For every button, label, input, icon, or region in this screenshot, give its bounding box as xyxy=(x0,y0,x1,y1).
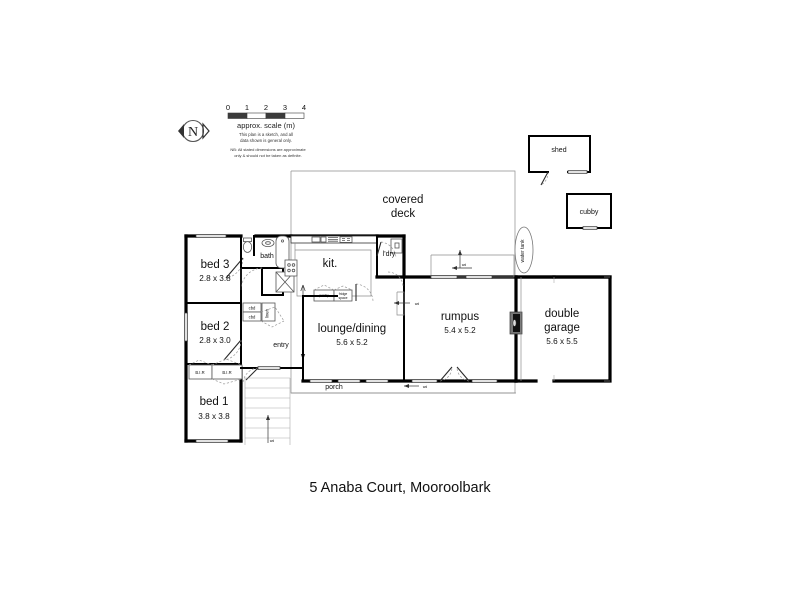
porch-label: porch xyxy=(325,384,343,391)
rumpus-name: rumpus xyxy=(441,311,480,323)
bed1-name: bed 1 xyxy=(200,396,229,408)
scale-tick-0: 0 xyxy=(226,103,230,112)
scale-segment-2 xyxy=(265,112,286,119)
scale-segment-3 xyxy=(284,112,305,119)
scale-tick-2: 2 xyxy=(264,103,268,112)
scale-tick-4: 4 xyxy=(302,103,306,112)
garage-internal-door xyxy=(509,311,523,335)
hall-cupboards: cbd cbd linen xyxy=(242,302,285,328)
entry-door-panel xyxy=(257,366,281,370)
scale-caption: approx. scale (m) xyxy=(237,121,295,130)
rumpus-rear-wd-marker: wd xyxy=(462,263,466,267)
disclaimer-line-4: only & should not be taken as definite. xyxy=(234,153,302,158)
water-tank-label: water tank xyxy=(520,239,526,263)
bathtub-tap-icon xyxy=(280,239,284,243)
laundry-label: l'dry xyxy=(383,251,396,258)
bed2-name: bed 2 xyxy=(201,321,230,333)
basin-icon xyxy=(261,238,275,247)
bir-left-label: B.I.R xyxy=(195,370,204,375)
bed1-dimensions: 3.8 x 3.8 xyxy=(198,412,230,421)
scale-segment-1 xyxy=(246,112,267,119)
laundry-trough-icon xyxy=(390,238,403,254)
scale-segment-0 xyxy=(227,112,248,119)
shed-window xyxy=(567,170,588,174)
built-in-robes: B.I.R B.I.R xyxy=(188,358,243,385)
bed3-dimensions: 2.8 x 3.8 xyxy=(199,274,231,283)
rumpus-side-wd-marker: wd xyxy=(415,302,419,306)
room-laundry: l'dry xyxy=(376,235,404,288)
disclaimer-line-3: NB: All stated dimensions are approximat… xyxy=(230,147,306,152)
fridge-label-2: space xyxy=(338,296,347,300)
toilet-bowl-icon xyxy=(242,241,253,253)
laundry-trough-bowl xyxy=(394,242,400,249)
bathroom-label: bath xyxy=(260,253,274,260)
bed2-window xyxy=(184,312,188,342)
toilet-cistern-icon xyxy=(243,237,252,242)
scale-tick-1: 1 xyxy=(245,103,249,112)
room-double-garage: double garage 5.6 x 5.5 xyxy=(514,275,612,383)
room-bed3: bed 3 2.8 x 3.8 xyxy=(185,234,244,304)
sink-basin-icon xyxy=(311,236,321,243)
rumpus-rear-window-1 xyxy=(430,275,458,279)
sink-drainer-icon xyxy=(320,236,327,243)
water-tank: water tank xyxy=(514,226,534,274)
disclaimer-line-1: This plan is a sketch, and all xyxy=(239,132,293,137)
room-bed1: bed 1 3.8 x 3.8 xyxy=(195,396,230,443)
cubby-outbuilding: cubby xyxy=(566,193,612,230)
oven-icon xyxy=(284,259,298,277)
scale-tick-3: 3 xyxy=(283,103,287,112)
shed-outbuilding: shed xyxy=(528,135,591,186)
garage-name-line1: double xyxy=(545,308,580,320)
steps-direction-arrow xyxy=(266,415,270,420)
scale-bar: 0 1 2 3 4 approx. scale (m) xyxy=(226,103,306,130)
lounge-window-2 xyxy=(337,379,361,383)
rumpus-front-window-1 xyxy=(411,379,438,383)
bir-right-label: B.I.R xyxy=(222,370,231,375)
cubby-window xyxy=(582,226,598,230)
north-indicator: N xyxy=(178,119,210,143)
page-title: 5 Anaba Court, Mooroolbark xyxy=(309,480,491,496)
porch-wd-marker: wd xyxy=(423,385,427,389)
linen-label: linen xyxy=(265,308,270,318)
rumpus-dimensions: 5.4 x 5.2 xyxy=(444,326,476,335)
entry-steps: wd xyxy=(244,377,291,445)
lounge-window-3 xyxy=(365,379,389,383)
disclaimer-block: This plan is a sketch, and all data show… xyxy=(230,132,306,158)
garage-dimensions: 5.6 x 5.5 xyxy=(546,337,578,346)
cubby-label: cubby xyxy=(580,209,599,216)
water-tank-shape xyxy=(514,226,534,274)
cooktop-icon xyxy=(339,236,353,243)
rumpus-rear-window-2 xyxy=(465,275,493,279)
disclaimer-line-2: data shown is general only. xyxy=(240,138,292,143)
kitchen-name: kit. xyxy=(323,258,338,270)
porch-area: porch wd xyxy=(291,384,516,394)
bed2-dimensions: 2.8 x 3.0 xyxy=(199,336,231,345)
steps-wd-marker: wd xyxy=(270,439,274,443)
entry-label: entry xyxy=(273,342,289,349)
cupboard-2-box xyxy=(242,311,262,322)
bed1-window xyxy=(195,439,229,443)
cupboard-2-label: cbd xyxy=(249,315,256,320)
shed-label: shed xyxy=(551,147,566,154)
lounge-window-1 xyxy=(309,379,333,383)
bir-right-box xyxy=(211,364,243,380)
cupboard-1-label: cbd xyxy=(249,306,256,311)
garage-name-line2: garage xyxy=(544,322,580,334)
fridge-label: fridge xyxy=(339,292,348,296)
room-lounge-dining: lounge/dining 5.6 x 5.2 xyxy=(302,295,389,383)
basin-drain-icon xyxy=(265,241,271,245)
rumpus-front-window-2 xyxy=(471,379,498,383)
bed3-name: bed 3 xyxy=(201,259,230,271)
internal-door-leaf xyxy=(513,314,520,332)
covered-deck-label-line2: deck xyxy=(391,208,416,220)
compass-label: N xyxy=(188,125,198,140)
lounge-name: lounge/dining xyxy=(318,323,386,335)
covered-deck-label-line1: covered xyxy=(383,194,424,206)
porch-width-arrow xyxy=(404,384,409,388)
lounge-dimensions: 5.6 x 5.2 xyxy=(336,338,368,347)
room-rumpus: rumpus 5.4 x 5.2 wd wd xyxy=(394,250,515,383)
internal-door-handle xyxy=(512,319,517,327)
bed3-window xyxy=(195,234,227,238)
